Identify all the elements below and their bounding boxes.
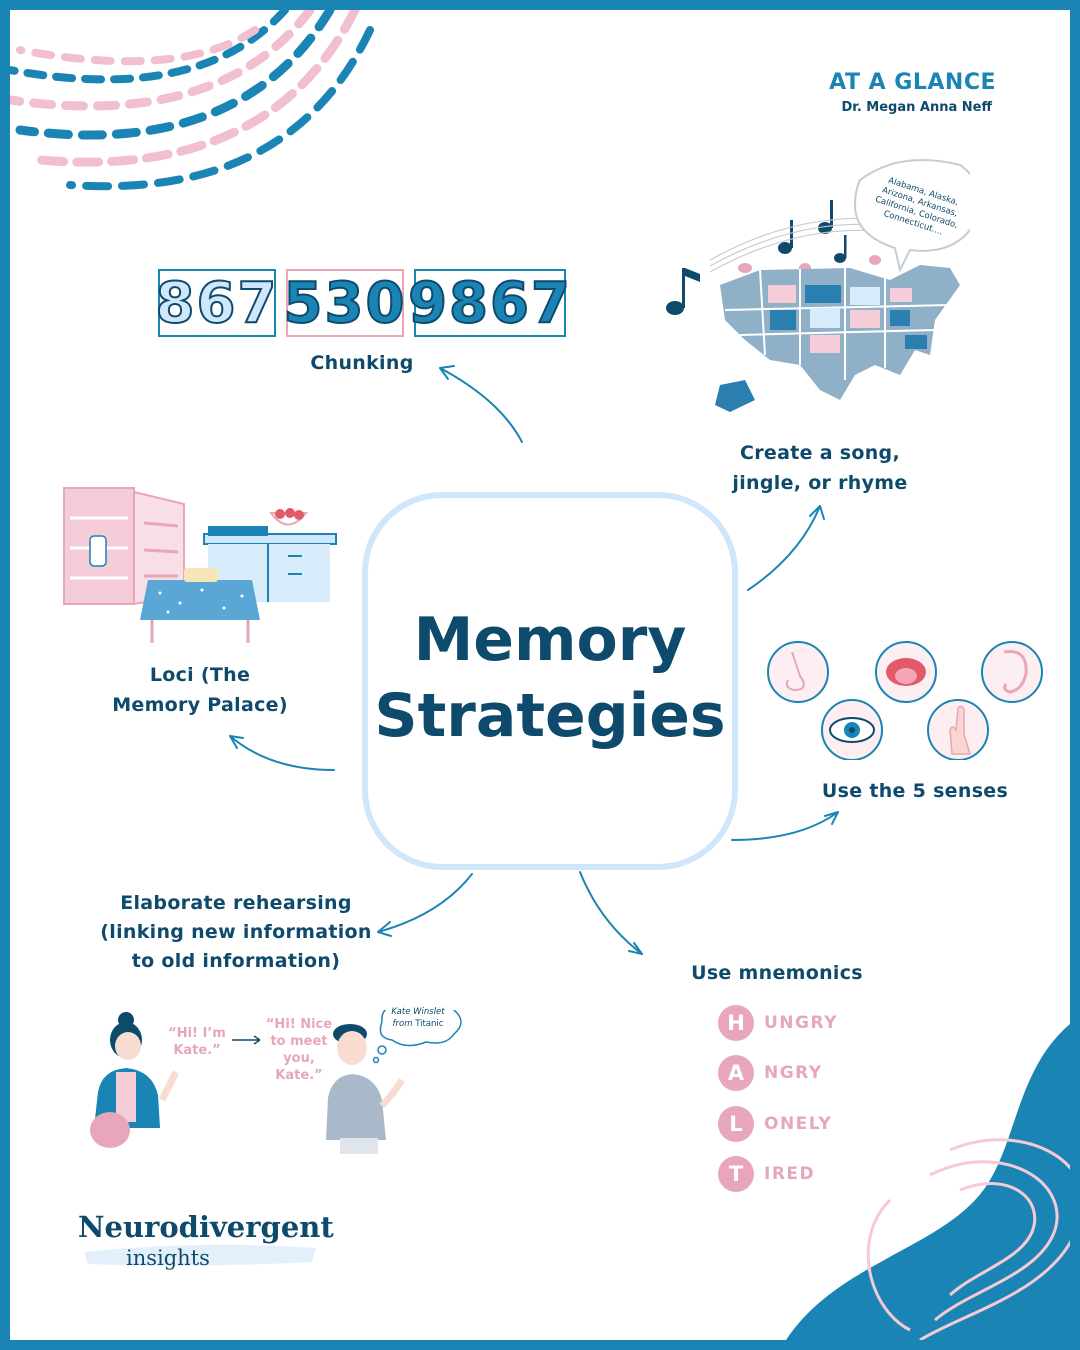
reply-quote-line4: Kate.” [275, 1068, 323, 1083]
loci-label-1: Loci (The [149, 664, 251, 686]
chunk-box-3: 9867 [407, 269, 571, 337]
header-title: AT A GLANCE [829, 70, 996, 95]
elaborate-label-1: Elaborate rehearsing [120, 892, 352, 914]
reply-quote-line2: to meet [270, 1034, 328, 1049]
man-figure [326, 1024, 406, 1154]
reply-quote-line3: you, [283, 1051, 315, 1066]
thought-line2-a: from [392, 1019, 413, 1029]
mnemonic-word-rest: UNGRY [764, 1013, 838, 1033]
kate-quote-line1: “Hi! I’m [168, 1026, 226, 1041]
decorative-dash-arcs [10, 10, 374, 191]
decorative-blob [786, 1024, 1070, 1340]
thought-line1: Kate Winslet [391, 1007, 445, 1017]
center-title: Memory Strategies [362, 602, 738, 754]
connector-arrows [229, 365, 839, 955]
mnemonic-letter: H [718, 1005, 754, 1041]
music-notes-icon [666, 200, 847, 315]
kate-quote-line2: Kate.” [173, 1043, 221, 1058]
center-frame [362, 492, 738, 870]
mnemonic-letter: L [718, 1106, 754, 1142]
mnemonics-label: Use mnemonics [691, 962, 863, 984]
header-author: Dr. Megan Anna Neff [841, 100, 992, 115]
mnemonic-letter: T [718, 1156, 754, 1192]
hand-icon [949, 705, 972, 755]
brand-brush-stroke [84, 1244, 316, 1266]
mnemonic-row: A NGRY [718, 1055, 823, 1091]
center-title-line1: Memory [413, 605, 687, 675]
chunk-group-3: 9867 [407, 270, 572, 337]
two-people-illustration [90, 1010, 462, 1154]
elaborate-label-3: to old information) [131, 950, 341, 972]
chunking-label: Chunking [310, 352, 414, 374]
mnemonic-letter: A [718, 1055, 754, 1091]
loci-label-2: Memory Palace) [112, 694, 288, 716]
song-label-2: jingle, or rhyme [732, 472, 908, 494]
thought-bubble-text: Kate Winslet from Titanic [380, 1006, 456, 1030]
mnemonic-word-rest: IRED [764, 1164, 816, 1184]
chunk-group-2: 530 [283, 270, 407, 337]
center-title-line2: Strategies [374, 681, 726, 751]
mnemonic-word-rest: NGRY [764, 1063, 823, 1083]
elaborate-label-2: (linking new information [100, 921, 372, 943]
kitchen-illustration [63, 487, 337, 643]
mnemonic-word-rest: ONELY [764, 1114, 833, 1134]
mnemonic-row: T IRED [718, 1156, 815, 1192]
chunk-box-1: 867 [155, 269, 279, 337]
thought-line2-b: Titanic [415, 1019, 444, 1029]
brand-tagline: insights [126, 1246, 210, 1270]
reply-quote: “Hi! Nice to meet you, Kate.” [264, 1016, 334, 1084]
brand-name: Neurodivergent [78, 1210, 334, 1244]
chunk-box-2: 530 [283, 269, 407, 337]
woman-figure [90, 1012, 180, 1148]
kate-quote: “Hi! I’m Kate.” [162, 1025, 232, 1059]
chunk-group-1: 867 [155, 270, 279, 337]
mnemonic-row: L ONELY [718, 1106, 832, 1142]
ear-icon [1003, 649, 1028, 694]
senses-label: Use the 5 senses [821, 780, 1009, 802]
mnemonic-row: H UNGRY [718, 1005, 838, 1041]
nose-icon [785, 651, 805, 692]
reply-quote-line1: “Hi! Nice [265, 1017, 333, 1032]
song-label-1: Create a song, [740, 442, 900, 464]
five-senses-illustration [767, 641, 1043, 760]
us-map-illustration [666, 159, 970, 412]
